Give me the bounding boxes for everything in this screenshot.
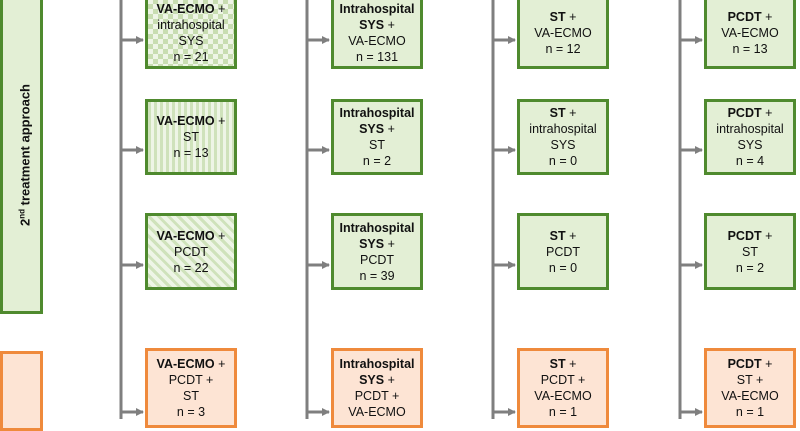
treatment-box-col3-row4: ST + PCDT + VA-ECMO n = 1 <box>517 348 609 428</box>
treatment-box-line: intrahospital <box>716 122 784 136</box>
treatment-box-heading: PCDT + <box>727 106 773 120</box>
treatment-box-line: n = 2 <box>735 260 765 275</box>
treatment-box-line: n = 4 <box>735 154 765 168</box>
treatment-box-heading: ST + <box>549 357 577 371</box>
treatment-box-line: VA-ECMO <box>348 33 406 48</box>
treatment-box-line: ST <box>183 389 199 403</box>
treatment-box-heading: ST + <box>549 9 577 24</box>
treatment-box-line: PCDT + <box>168 373 214 387</box>
treatment-box-heading: VA-ECMO + <box>156 228 226 243</box>
treatment-box-heading: Intrahospital <box>339 357 415 371</box>
treatment-box-heading: Intrahospital <box>339 1 415 16</box>
treatment-box-line: n = 13 <box>173 146 209 160</box>
treatment-box-line: n = 12 <box>545 41 581 56</box>
treatment-box-line: n = 21 <box>173 49 209 64</box>
treatment-box-line: VA-ECMO <box>721 389 779 403</box>
second-treatment-approach-label: 2nd treatment approach <box>17 84 33 226</box>
second-treatment-approach-panel: 2nd treatment approach <box>0 0 43 314</box>
treatment-box-heading: VA-ECMO + <box>156 1 226 16</box>
treatment-box-line: n = 1 <box>735 405 765 419</box>
third-treatment-approach-panel <box>0 351 43 431</box>
treatment-box-line: intrahospital <box>529 122 597 136</box>
treatment-box-line: n = 22 <box>173 260 209 275</box>
treatment-box-line: VA-ECMO <box>534 389 592 403</box>
connector-lines <box>119 0 703 419</box>
treatment-box-line: PCDT <box>173 244 209 259</box>
treatment-box-col1-row4: VA-ECMO + PCDT + ST n = 3 <box>145 348 237 428</box>
treatment-box-heading-2: SYS + <box>359 373 395 387</box>
treatment-box-heading-2: SYS + <box>359 122 395 136</box>
treatment-box-line: ST + <box>736 373 764 387</box>
treatment-box-line: PCDT + <box>540 373 586 387</box>
treatment-box-col1-row2: VA-ECMO + ST n = 13 <box>145 99 237 175</box>
treatment-box-line: n = 0 <box>548 154 578 168</box>
treatment-box-heading: Intrahospital <box>339 106 415 120</box>
treatment-box-line: n = 131 <box>355 49 399 64</box>
treatment-box-heading: Intrahospital <box>339 220 415 235</box>
treatment-box-heading: ST + <box>549 106 577 120</box>
treatment-box-line: VA-ECMO <box>348 405 406 419</box>
treatment-box-heading: VA-ECMO + <box>156 114 226 128</box>
treatment-box-line: ST <box>369 138 385 152</box>
treatment-box-line: ST <box>183 130 199 144</box>
treatment-box-line: n = 39 <box>359 268 395 283</box>
treatment-box-line: ST <box>742 244 758 259</box>
treatment-box-line: PCDT <box>545 244 581 259</box>
treatment-box-heading: PCDT + <box>727 9 773 24</box>
treatment-box-line: n = 3 <box>176 405 206 419</box>
treatment-box-heading: ST + <box>549 228 577 243</box>
treatment-box-heading-2: SYS + <box>359 17 395 32</box>
treatment-box-heading: PCDT + <box>727 228 773 243</box>
treatment-box-line: VA-ECMO <box>534 25 592 40</box>
treatment-box-line: PCDT + <box>354 389 400 403</box>
treatment-box-line: SYS <box>550 138 576 152</box>
treatment-box-line: SYS <box>178 33 204 48</box>
treatment-box-line: n = 1 <box>548 405 578 419</box>
treatment-box-col4-row4: PCDT + ST + VA-ECMO n = 1 <box>704 348 796 428</box>
treatment-box-line: SYS <box>737 138 763 152</box>
treatment-box-line: PCDT <box>359 252 395 267</box>
treatment-box-heading: PCDT + <box>727 357 773 371</box>
treatment-box-line: n = 0 <box>548 260 578 275</box>
treatment-box-line: n = 2 <box>362 154 392 168</box>
treatment-box-line: intrahospital <box>157 17 225 32</box>
treatment-box-heading: VA-ECMO + <box>156 357 226 371</box>
treatment-box-line: n = 13 <box>732 41 768 56</box>
treatment-box-heading-2: SYS + <box>359 236 395 251</box>
treatment-box-line: VA-ECMO <box>721 25 779 40</box>
